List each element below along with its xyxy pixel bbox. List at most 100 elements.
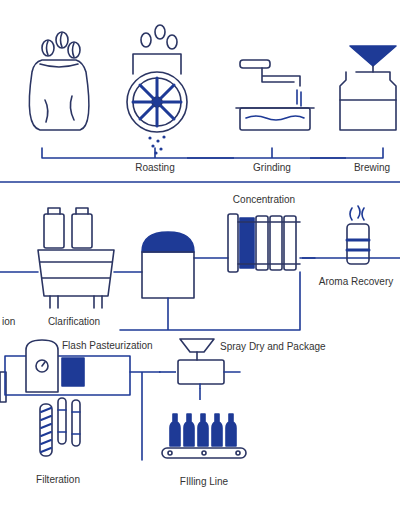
stage-label: Flash Pasteurization — [62, 340, 159, 352]
stage-label: Roasting — [123, 162, 187, 174]
return-pipe — [120, 272, 300, 330]
bean-seam — [73, 43, 75, 57]
grinder-tray — [240, 108, 310, 130]
ground-dot — [156, 139, 159, 142]
stage-label: Concentration — [226, 194, 302, 206]
stage-label: Grinding — [234, 162, 310, 174]
dryer-stem — [196, 352, 198, 360]
tower-caps — [48, 208, 88, 214]
roaster-drum — [127, 25, 187, 155]
process-connector — [159, 371, 176, 373]
ground-dot — [162, 135, 165, 138]
jar-level — [340, 99, 396, 101]
main-pipe — [0, 181, 400, 183]
stage-label: Brewing — [346, 162, 398, 174]
ground-dot — [148, 136, 151, 139]
stage-node: Grinding — [234, 44, 310, 176]
process-pipe — [130, 372, 160, 460]
process-connector — [302, 257, 316, 259]
bean — [141, 33, 151, 47]
clarifier-tower — [44, 214, 64, 248]
roasted-grounds — [148, 135, 165, 154]
press-plate — [240, 218, 254, 268]
column-body — [347, 224, 369, 264]
filter-rings — [58, 410, 80, 434]
funnel-stem — [372, 66, 374, 72]
process-connector — [187, 157, 234, 159]
clarifier-legs — [50, 296, 102, 308]
filter-press — [228, 214, 300, 272]
heat-exchanger — [62, 358, 84, 386]
roaster-hopper — [133, 54, 181, 74]
pasteurizer-frame — [5, 356, 130, 395]
bottle — [226, 414, 236, 446]
conveyor-roller — [236, 451, 240, 455]
bean — [68, 42, 80, 58]
ground-dot — [159, 147, 162, 150]
dryer-body — [178, 360, 224, 384]
bean — [155, 25, 165, 39]
stage-label: Aroma Recovery — [316, 276, 397, 288]
brewer-funnel — [350, 46, 396, 66]
stage-bracket — [42, 148, 383, 158]
bean — [56, 32, 68, 48]
bottle — [184, 414, 194, 446]
tray-liquid — [246, 116, 304, 120]
bag-outline — [29, 60, 89, 130]
brewer — [340, 46, 396, 130]
clarifier-tower — [72, 214, 92, 248]
gauge-needle — [42, 362, 45, 366]
filter-windings — [41, 408, 51, 452]
press-plate — [270, 216, 282, 270]
brewer-jar — [340, 72, 396, 130]
conveyor-belt — [162, 448, 246, 458]
filter-column — [40, 404, 52, 456]
ground-dot — [151, 144, 154, 147]
drum-spokes — [133, 78, 181, 126]
drum-inner — [133, 78, 181, 126]
stage-node: Concentration — [226, 194, 302, 276]
process-connector — [310, 157, 346, 159]
column-bands — [347, 240, 369, 250]
stage-node: Aroma Recovery — [316, 204, 397, 290]
bottle — [212, 414, 222, 446]
conveyor-roller — [202, 451, 206, 455]
tray-rim — [236, 107, 314, 109]
bean — [167, 35, 177, 49]
bottle — [198, 414, 208, 446]
holding-tank — [142, 232, 194, 298]
stage-label: Filteration — [33, 474, 83, 486]
tank-body — [142, 252, 194, 298]
press-rail — [238, 222, 300, 264]
filter-column — [72, 400, 80, 446]
aroma-column — [347, 206, 369, 264]
bottle — [170, 414, 180, 446]
dryer-outlet — [224, 371, 240, 373]
clarifier — [38, 208, 114, 308]
bean-seam — [61, 33, 63, 47]
vapor — [350, 206, 364, 220]
stage-node: Filteration — [33, 396, 83, 488]
clarifier-bands — [40, 262, 112, 278]
grind-stream — [297, 90, 301, 106]
dryer-drop — [199, 384, 201, 388]
bag-tie — [40, 64, 78, 67]
process-connector — [199, 388, 201, 400]
bag-fold — [45, 96, 74, 122]
conveyor-roller — [168, 451, 172, 455]
stage-node: Flash Pasteurization — [5, 338, 159, 390]
bean-bag — [29, 32, 89, 130]
pasteurizer-tank — [26, 340, 58, 392]
process-pipe — [0, 258, 400, 272]
tank-dome — [142, 232, 194, 252]
stage-node: Spray Dry and Package — [176, 338, 332, 388]
filter-columns — [40, 398, 80, 456]
filter-column — [58, 398, 66, 444]
grinder-handle — [240, 60, 270, 68]
grinder — [236, 60, 314, 130]
bean-seam — [47, 41, 49, 55]
press-plate — [284, 216, 296, 270]
grinder-spout — [262, 68, 300, 86]
